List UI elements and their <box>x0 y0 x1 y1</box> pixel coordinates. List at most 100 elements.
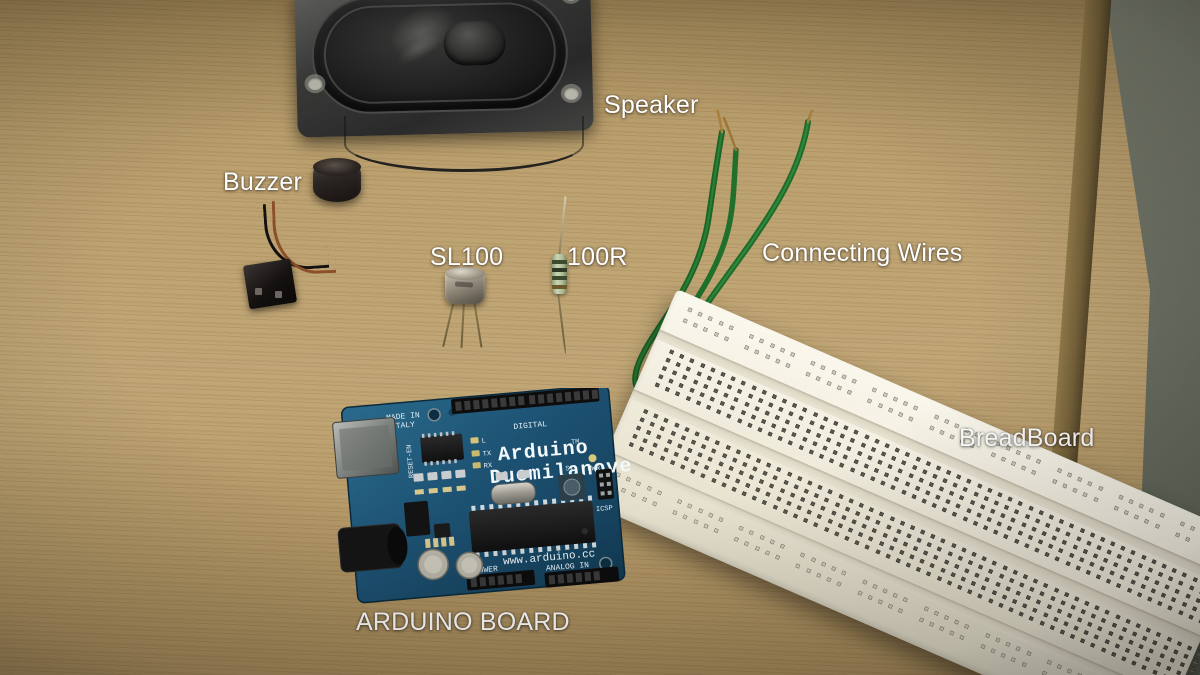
breadboard-hole <box>1043 582 1049 589</box>
buzzer-connector-pin <box>275 291 282 298</box>
arduino-crystal <box>490 481 536 505</box>
breadboard-hole <box>677 499 683 505</box>
breadboard-hole <box>697 507 703 514</box>
breadboard-hole <box>1017 501 1024 507</box>
breadboard-hole <box>805 428 811 434</box>
breadboard-hole <box>882 532 888 538</box>
breadboard-hole <box>1007 525 1013 532</box>
breadboard-hole <box>829 458 835 464</box>
breadboard-hole <box>953 563 960 570</box>
breadboard-hole <box>1150 588 1156 594</box>
breadboard-hole <box>1190 525 1196 532</box>
breadboard-hole <box>993 500 1000 506</box>
breadboard-hole <box>663 447 669 453</box>
breadboard-hole <box>946 580 953 586</box>
breadboard-hole <box>1048 514 1054 520</box>
breadboard-hole <box>1053 587 1059 593</box>
breadboard-hole <box>854 540 860 546</box>
breadboard-hole <box>1032 607 1038 614</box>
breadboard-hole <box>795 563 801 569</box>
breadboard-hole <box>990 508 996 514</box>
breadboard-hole <box>737 388 743 395</box>
breadboard-hole <box>1074 596 1080 602</box>
breadboard-hole <box>949 490 955 497</box>
breadboard-hole <box>960 576 966 582</box>
breadboard-hole <box>1188 614 1194 620</box>
breadboard-hole <box>839 433 846 439</box>
breadboard-hole <box>1065 531 1071 537</box>
breadboard-hole <box>846 389 853 395</box>
breadboard-hole <box>1029 586 1035 593</box>
wire-copper-tip <box>806 110 814 124</box>
breadboard-hole <box>1145 627 1152 633</box>
breadboard-hole <box>1015 646 1021 652</box>
breadboard-hole <box>1048 543 1054 549</box>
breadboard-hole <box>792 402 798 409</box>
breadboard-hole <box>1031 526 1037 532</box>
breadboard-hole <box>1066 472 1073 478</box>
breadboard-hole <box>991 560 998 566</box>
breadboard-hole <box>1072 487 1078 493</box>
breadboard-hole <box>1067 668 1073 674</box>
breadboard-hole <box>1059 629 1065 635</box>
breadboard-hole <box>921 469 928 475</box>
breadboard-hole <box>1090 613 1097 619</box>
breadboard-hole <box>962 487 969 493</box>
breadboard-hole <box>1119 574 1126 581</box>
breadboard-hole <box>810 360 816 367</box>
breadboard-hole <box>829 429 835 435</box>
breadboard-hole <box>692 379 698 385</box>
breadboard-hole <box>1001 594 1007 600</box>
breadboard-hole <box>1145 656 1151 663</box>
breadboard-hole <box>918 477 924 483</box>
breadboard-hole <box>1045 522 1051 528</box>
breadboard-hole <box>806 509 813 515</box>
breadboard-hole <box>816 572 822 578</box>
breadboard-hole <box>1133 571 1140 577</box>
breadboard-hole <box>685 395 691 402</box>
breadboard-hole <box>984 577 991 583</box>
arduino-led-tx <box>471 450 480 457</box>
wire-path-mid <box>685 147 739 315</box>
breadboard-hole <box>1085 569 1091 576</box>
breadboard-hole <box>697 311 703 317</box>
breadboard-hole <box>916 537 922 543</box>
breadboard-hole <box>779 347 785 353</box>
breadboard-hole <box>740 380 747 386</box>
breadboard-hole <box>870 446 876 453</box>
breadboard-hole <box>815 376 822 382</box>
breadboard-hole <box>713 388 719 394</box>
breadboard-hole <box>707 456 714 462</box>
breadboard-hole <box>680 464 686 470</box>
breadboard-hole <box>1039 591 1045 597</box>
breadboard-rail-gap <box>970 639 975 644</box>
breadboard-hole <box>724 473 730 480</box>
breadboard-hole <box>1156 632 1162 638</box>
breadboard-hole <box>1017 530 1023 536</box>
resistor-lead-bottom <box>557 291 567 354</box>
arduino-digital-label: DIGITAL <box>513 420 547 432</box>
breadboard-hole <box>1025 650 1032 656</box>
breadboard-rail-gap <box>1042 474 1047 479</box>
breadboard-hole <box>933 554 939 561</box>
breadboard-hole <box>887 464 893 470</box>
breadboard-hole <box>842 454 849 460</box>
breadboard-hole <box>981 556 987 562</box>
breadboard-hole <box>1015 590 1021 596</box>
breadboard-hole <box>777 435 784 442</box>
breadboard-hole <box>1171 597 1177 603</box>
breadboard-hole <box>923 606 929 612</box>
breadboard-hole <box>858 531 864 538</box>
breadboard-hole <box>1013 538 1020 544</box>
breadboard-hole <box>1123 566 1129 572</box>
breadboard-hole <box>1177 609 1184 616</box>
breadboard-hole <box>639 417 645 423</box>
breadboard-hole <box>703 327 709 333</box>
arduino-reset-button[interactable] <box>563 478 581 496</box>
breadboard-hole <box>983 495 989 502</box>
breadboard-hole <box>755 487 761 493</box>
arduino-chip-pins <box>421 431 457 466</box>
breadboard-hole <box>704 464 710 471</box>
arduino-capacitor-top <box>461 557 478 574</box>
breadboard-hole <box>1025 595 1032 601</box>
